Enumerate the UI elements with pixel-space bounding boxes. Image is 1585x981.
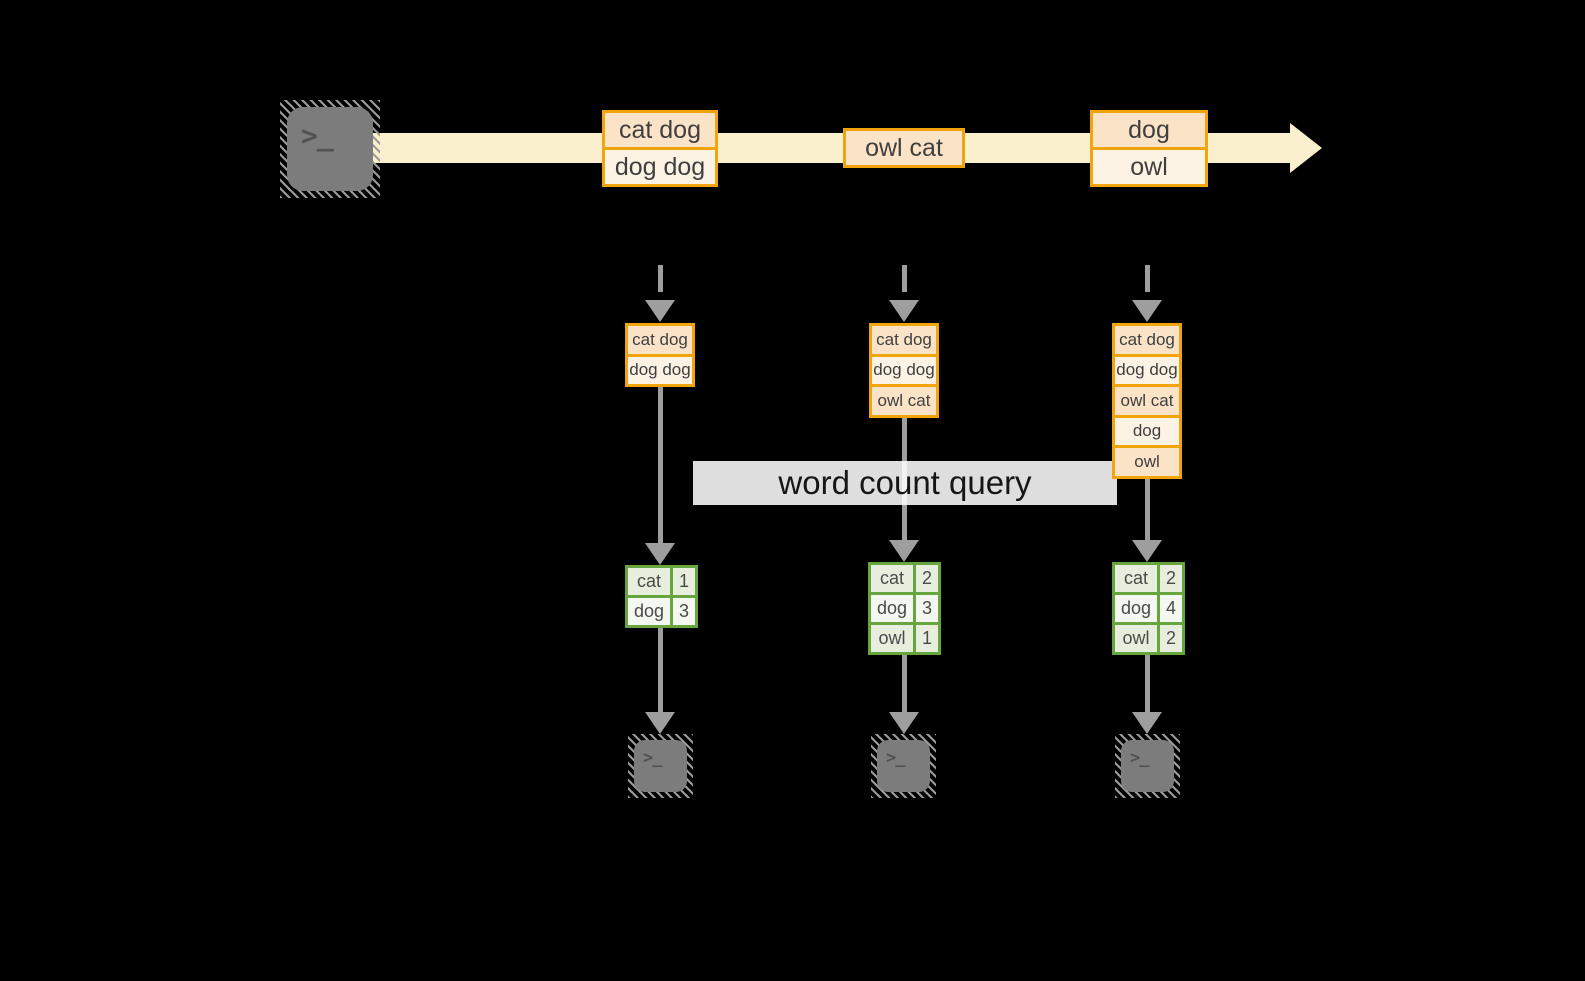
ingest-arrow-dash-3: [1144, 265, 1150, 292]
record-stack-1: cat dog dog dog: [625, 323, 695, 387]
ingest-arrowhead-icon-3: [1132, 300, 1162, 322]
ingest-arrowhead-icon-2: [889, 300, 919, 322]
terminal-screen: >_: [287, 107, 373, 191]
count-cell: 3: [673, 598, 695, 625]
output-terminal-icon-2: >_: [871, 734, 936, 798]
stack-row: owl: [1115, 445, 1179, 476]
count-cell: 2: [916, 565, 938, 592]
word-count-table-3: cat 2 dog 4 owl 2: [1112, 562, 1185, 655]
output-arrowhead-icon-1: [645, 712, 675, 734]
terminal-prompt-icon: >_: [886, 748, 906, 768]
stream-record-box-1: cat dog dog dog: [602, 110, 718, 187]
terminal-screen: >_: [634, 740, 687, 792]
terminal-prompt-icon: >_: [301, 119, 334, 152]
stream-record-box-2: owl cat: [843, 128, 965, 168]
terminal-screen: >_: [1121, 740, 1174, 792]
stream-source-terminal-icon: >_: [280, 100, 380, 198]
query-label: word count query: [778, 464, 1032, 501]
stack-row: cat dog: [872, 326, 936, 354]
output-arrowhead-icon-2: [889, 712, 919, 734]
stack-row: cat dog: [628, 326, 692, 354]
stream-record: owl: [1093, 147, 1205, 184]
count-cell: 3: [916, 595, 938, 622]
count-cell: 4: [1160, 595, 1182, 622]
output-arrow-line-2: [901, 655, 907, 716]
table-row: owl 2: [1115, 622, 1182, 652]
query-label-band: word count query: [693, 461, 1117, 505]
query-arrowhead-icon-1: [645, 543, 675, 565]
terminal-prompt-icon: >_: [1130, 748, 1150, 768]
word-cell: dog: [628, 598, 673, 625]
stream-record: dog: [1093, 113, 1205, 147]
stack-row: dog dog: [628, 353, 692, 384]
table-row: cat 2: [871, 565, 938, 592]
table-row: cat 2: [1115, 565, 1182, 592]
word-cell: cat: [1115, 565, 1160, 592]
record-stack-3: cat dog dog dog owl cat dog owl: [1112, 323, 1182, 479]
count-cell: 2: [1160, 565, 1182, 592]
stream-record-box-3: dog owl: [1090, 110, 1208, 187]
terminal-prompt-icon: >_: [643, 748, 663, 768]
stream-record: cat dog: [605, 113, 715, 147]
ingest-arrow-dash-1: [657, 265, 663, 292]
count-cell: 2: [1160, 625, 1182, 652]
table-row: dog 3: [871, 592, 938, 622]
output-arrow-line-1: [657, 628, 663, 716]
stream-record: dog dog: [605, 147, 715, 184]
output-terminal-icon-3: >_: [1115, 734, 1180, 798]
ingest-arrow-dash-2: [901, 265, 907, 292]
table-row: dog 4: [1115, 592, 1182, 622]
query-arrowhead-icon-3: [1132, 540, 1162, 562]
table-row: dog 3: [628, 595, 695, 625]
terminal-screen: >_: [877, 740, 930, 792]
query-arrow-line-1: [657, 387, 663, 547]
table-row: owl 1: [871, 622, 938, 652]
table-row: cat 1: [628, 568, 695, 595]
output-terminal-icon-1: >_: [628, 734, 693, 798]
word-cell: dog: [871, 595, 916, 622]
record-stack-2: cat dog dog dog owl cat: [869, 323, 939, 418]
output-arrow-line-3: [1144, 655, 1150, 716]
word-cell: cat: [628, 568, 673, 595]
stack-row: cat dog: [1115, 326, 1179, 354]
stack-row: dog dog: [872, 353, 936, 384]
word-cell: cat: [871, 565, 916, 592]
stack-row: dog dog: [1115, 353, 1179, 384]
query-arrow-line-3: [1144, 478, 1150, 544]
ingest-arrowhead-icon-1: [645, 300, 675, 322]
stream-record: owl cat: [846, 131, 962, 165]
word-cell: owl: [871, 625, 916, 652]
word-cell: dog: [1115, 595, 1160, 622]
word-count-table-2: cat 2 dog 3 owl 1: [868, 562, 941, 655]
stack-row: owl cat: [872, 384, 936, 415]
stream-arrowhead-icon: [1290, 123, 1322, 173]
stack-row: dog: [1115, 414, 1179, 445]
count-cell: 1: [916, 625, 938, 652]
word-count-table-1: cat 1 dog 3: [625, 565, 698, 628]
output-arrowhead-icon-3: [1132, 712, 1162, 734]
count-cell: 1: [673, 568, 695, 595]
word-cell: owl: [1115, 625, 1160, 652]
stack-row: owl cat: [1115, 384, 1179, 415]
query-arrowhead-icon-2: [889, 540, 919, 562]
